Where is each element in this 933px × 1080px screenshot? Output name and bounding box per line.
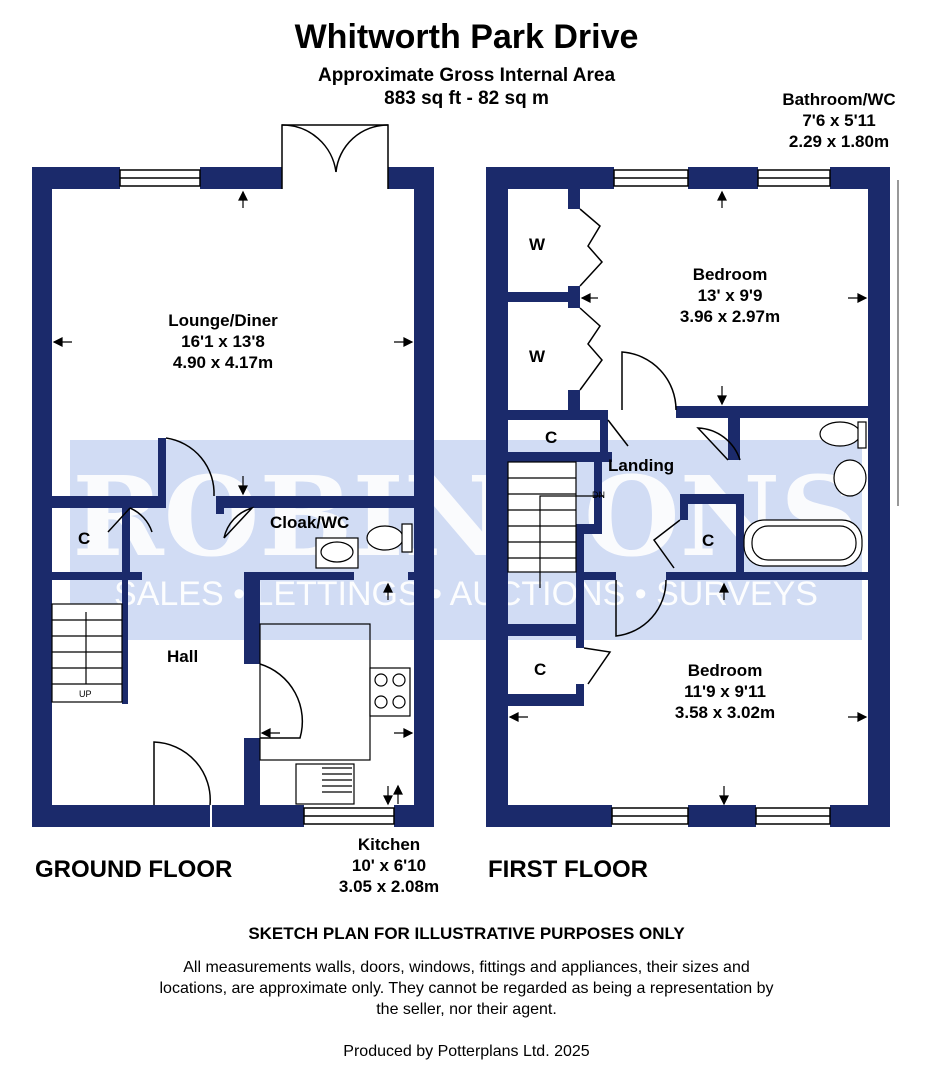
room-lounge-metric: 4.90 x 4.17m: [172, 353, 274, 372]
wardrobe-1-label: W: [529, 235, 546, 254]
first-floor-label: FIRST FLOOR: [488, 856, 648, 883]
room-bedroom1: Bedroom 13' x 9'9 3.96 x 2.97m: [655, 264, 805, 327]
cupboard-2-label: C: [702, 531, 715, 550]
cupboard-3-label: C: [534, 660, 547, 679]
room-landing-name: Landing: [608, 456, 675, 475]
stairs-down-label: DN: [592, 490, 605, 500]
room-bedroom2-imperial: 11'9 x 9'11: [684, 682, 766, 701]
room-lounge-name: Lounge/Diner: [168, 311, 278, 330]
room-kitchen-metric: 3.05 x 2.08m: [338, 877, 440, 896]
dimension-arrows: [52, 190, 868, 806]
room-bedroom1-metric: 3.96 x 2.97m: [679, 307, 781, 326]
watermark-band: [70, 440, 862, 640]
room-bedroom2-name: Bedroom: [687, 661, 763, 680]
ground-floor-openings: [107, 124, 395, 825]
watermark-logo: ROBINSONS: [72, 452, 859, 581]
disclaimer-text: All measurements walls, doors, windows, …: [159, 959, 774, 1018]
plan-subtitle: Approximate Gross Internal Area: [317, 65, 616, 86]
room-lounge-imperial: 16'1 x 13'8: [181, 332, 265, 351]
first-floor-walls: [486, 167, 890, 827]
room-bedroom1-name: Bedroom: [692, 265, 768, 284]
ground-floor-walls: [32, 167, 434, 827]
ground-floor-label: GROUND FLOOR: [35, 856, 233, 883]
stairs-up-label: UP: [79, 689, 92, 699]
producer-credit: Produced by Potterplans Ltd. 2025: [343, 1043, 590, 1060]
room-bathroom: Bathroom/WC 7'6 x 5'11 2.29 x 1.80m: [764, 89, 914, 152]
room-lounge: Lounge/Diner 16'1 x 13'8 4.90 x 4.17m: [148, 310, 298, 373]
room-bathroom-name: Bathroom/WC: [782, 90, 896, 109]
room-cloak-name: Cloak/WC: [270, 513, 350, 532]
cupboard-1-label: C: [545, 428, 558, 447]
room-bedroom2-metric: 3.58 x 3.02m: [674, 703, 776, 722]
room-kitchen: Kitchen 10' x 6'10 3.05 x 2.08m: [326, 834, 452, 897]
room-bedroom2: Bedroom 11'9 x 9'11 3.58 x 3.02m: [650, 660, 800, 723]
watermark-tagline: SALES • LETTINGS • AUCTIONS • SURVEYS: [114, 575, 818, 613]
gross-area: 883 sq ft - 82 sq m: [384, 88, 549, 109]
room-bedroom1-imperial: 13' x 9'9: [697, 286, 763, 305]
first-floor-fixtures: [507, 180, 899, 588]
room-kitchen-imperial: 10' x 6'10: [351, 856, 427, 875]
illustrative-notice: SKETCH PLAN FOR ILLUSTRATIVE PURPOSES ON…: [248, 924, 685, 943]
room-kitchen-name: Kitchen: [357, 835, 421, 854]
plan-title: Whitworth Park Drive: [294, 18, 639, 56]
ground-floor-fixtures: [51, 523, 413, 805]
first-floor-openings: [579, 169, 831, 825]
room-bathroom-metric: 2.29 x 1.80m: [788, 132, 890, 151]
room-cupboard-ground: C: [78, 529, 91, 548]
wardrobe-2-label: W: [529, 347, 546, 366]
room-hall-name: Hall: [167, 647, 199, 666]
room-bathroom-imperial: 7'6 x 5'11: [802, 111, 876, 130]
